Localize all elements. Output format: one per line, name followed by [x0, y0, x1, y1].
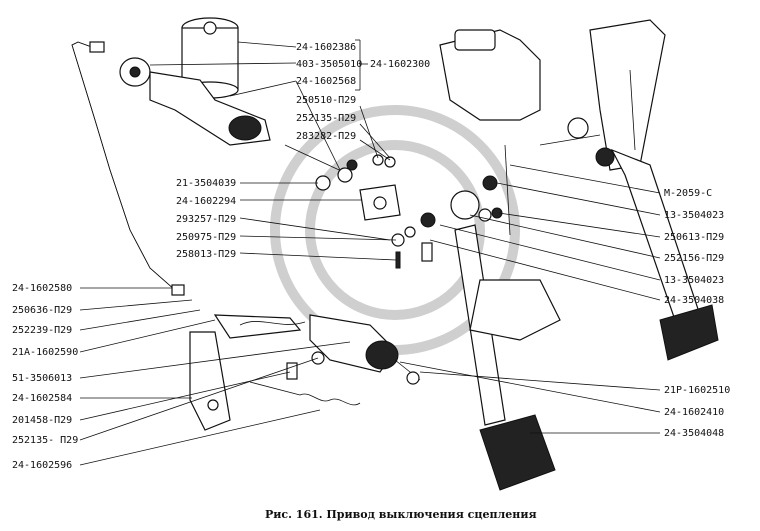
label-13-3504023-b: 13-3504023: [664, 275, 724, 286]
pedal-bracket: [439, 19, 719, 361]
label-293257-p29: 293257-П29: [176, 214, 236, 225]
label-250510-p29: 250510-П29: [296, 95, 356, 106]
label-252135-p29-bottom: 252135- П29: [12, 435, 78, 446]
slave-cylinder: [189, 314, 421, 431]
label-24-1602294: 24-1602294: [176, 196, 236, 207]
label-13-3504023-a: 13-3504023: [664, 210, 724, 221]
figure-caption: Рис. 161. Привод выключения сцепления: [265, 508, 537, 521]
label-258013-p29: 258013-П29: [176, 249, 236, 260]
labels-left: 21-3504039 24-1602294 293257-П29 250975-…: [12, 178, 236, 471]
leaders-right: [399, 164, 661, 434]
label-250636-p29: 250636-П29: [12, 305, 72, 316]
label-24-1602584: 24-1602584: [12, 393, 72, 404]
label-51-3506013: 51-3506013: [12, 373, 72, 384]
label-24-1602300: 24-1602300: [370, 59, 430, 70]
label-24-3504048: 24-3504048: [664, 428, 724, 439]
labels-top: 24-1602386 403-3505010 24-1602568 24-160…: [296, 42, 430, 142]
label-250975-p29: 250975-П29: [176, 232, 236, 243]
clutch-pipe: [71, 41, 185, 296]
label-283282-p29: 283282-П29: [296, 131, 356, 142]
label-252156-p29: 252156-П29: [664, 253, 724, 264]
label-21r-1602510: 21Р-1602510: [664, 385, 730, 396]
label-24-1602568: 24-1602568: [296, 76, 356, 87]
label-201458-p29: 201458-П29: [12, 415, 72, 426]
clutch-pedal: [450, 144, 561, 491]
labels-right: М-2059-С 13-3504023 250613-П29 252156-П2…: [664, 188, 730, 439]
label-403-3505010: 403-3505010: [296, 59, 362, 70]
label-250613-p29: 250613-П29: [664, 232, 724, 243]
label-252135-p29-top: 252135-П29: [296, 113, 356, 124]
leaders-top: [149, 39, 391, 171]
fasteners: [315, 154, 503, 269]
master-cylinder: [119, 17, 351, 176]
label-m-2059-c: М-2059-С: [664, 188, 712, 199]
label-21-3504039: 21-3504039: [176, 178, 236, 189]
label-24-3504038: 24-3504038: [664, 295, 724, 306]
leaders-left: [79, 182, 397, 466]
label-24-1602410: 24-1602410: [664, 407, 724, 418]
label-24-1602596: 24-1602596: [12, 460, 72, 471]
label-24-1602386: 24-1602386: [296, 42, 356, 53]
label-24-1602580: 24-1602580: [12, 283, 72, 294]
label-21a-1602590: 21А-1602590: [12, 347, 78, 358]
label-252239-p29: 252239-П29: [12, 325, 72, 336]
